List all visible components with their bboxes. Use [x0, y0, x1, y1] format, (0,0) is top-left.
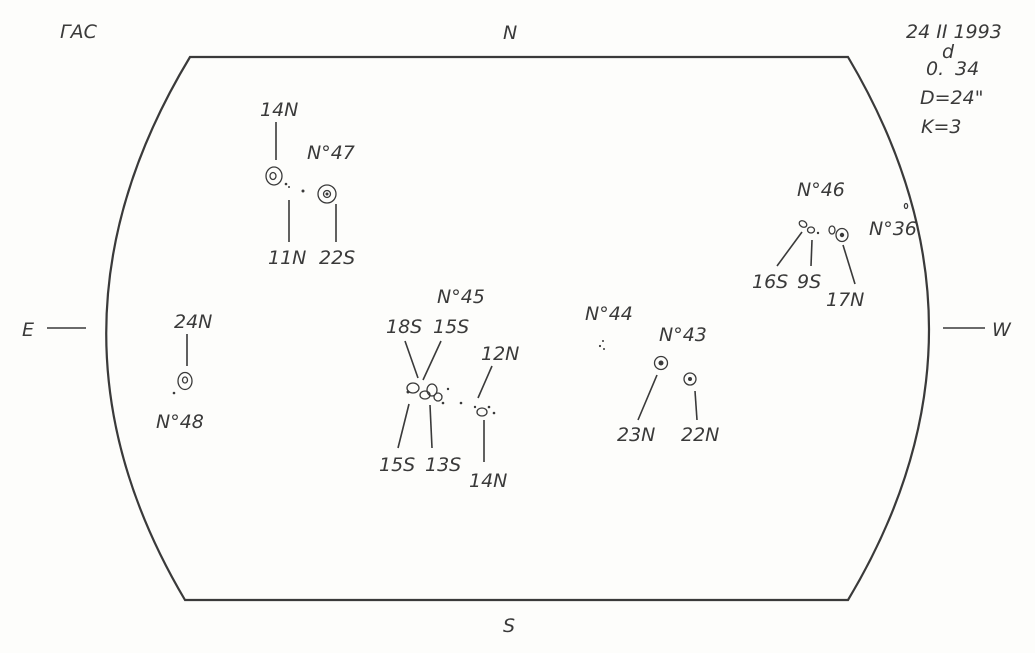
sunspot	[476, 407, 488, 417]
group-46-number: N°46	[797, 179, 845, 201]
group-45-label-15s-top: 15S	[433, 316, 469, 338]
group-45-label-12n: 12N	[481, 343, 519, 365]
group-43-label-23n: 23N	[617, 424, 655, 446]
group-45-label-18s: 18S	[386, 316, 422, 338]
group-36: N°36	[869, 202, 917, 240]
group-43: N°43 23N 22N	[617, 324, 719, 446]
group-45: N°45 18S 15S 12N 15S 13S 14N	[379, 286, 519, 492]
group-48-label-24n: 24N	[174, 311, 212, 333]
time-sup: d	[942, 41, 955, 63]
group-43-label-22n: 22N	[681, 424, 719, 446]
sunspot	[317, 184, 337, 204]
group-45-label-13s: 13S	[425, 454, 461, 476]
k-value: K=3	[921, 116, 961, 138]
north-label: N	[503, 22, 517, 44]
observation-date: 24 II 1993	[906, 21, 1002, 43]
sunspot	[406, 382, 420, 394]
south-label: S	[503, 615, 515, 637]
group-43-number: N°43	[659, 324, 707, 346]
observation-time: 0. d 34	[926, 41, 979, 80]
sunspot	[903, 202, 909, 210]
west-label: W	[992, 319, 1012, 341]
observatory-label: ГАС	[60, 21, 98, 43]
group-46-label-16s: 16S	[752, 271, 788, 293]
group-36-number: N°36	[869, 218, 917, 240]
group-46-label-17n: 17N	[826, 289, 864, 311]
group-47-label-22s: 22S	[319, 247, 355, 269]
east-label: E	[22, 319, 34, 341]
group-44: N°44	[585, 303, 633, 350]
group-47-label-11n: 11N	[268, 247, 306, 269]
time-frac: 34	[955, 58, 979, 80]
group-45-label-14n: 14N	[469, 470, 507, 492]
group-47-number: N°47	[307, 142, 355, 164]
sunspot	[177, 371, 193, 391]
sunspot	[683, 372, 697, 386]
group-44-number: N°44	[585, 303, 633, 325]
sunspot	[653, 355, 669, 371]
sunspot	[798, 220, 808, 228]
group-46-label-9s: 9S	[797, 271, 821, 293]
group-48: 24N N°48	[156, 311, 212, 433]
group-45-number: N°45	[437, 286, 485, 308]
time-main: 0.	[926, 58, 944, 80]
sunspot	[835, 227, 849, 243]
solar-disc-outline	[105, 55, 930, 602]
group-46: N°46 16S 9S 17N	[752, 179, 864, 311]
group-45-label-15s-bottom: 15S	[379, 454, 415, 476]
sunspot	[265, 166, 283, 186]
group-47-label-14n: 14N	[260, 99, 298, 121]
group-47: N°47 14N 11N 22S	[260, 99, 355, 269]
group-48-number: N°48	[156, 411, 204, 433]
disc-diameter: D=24"	[920, 87, 983, 109]
